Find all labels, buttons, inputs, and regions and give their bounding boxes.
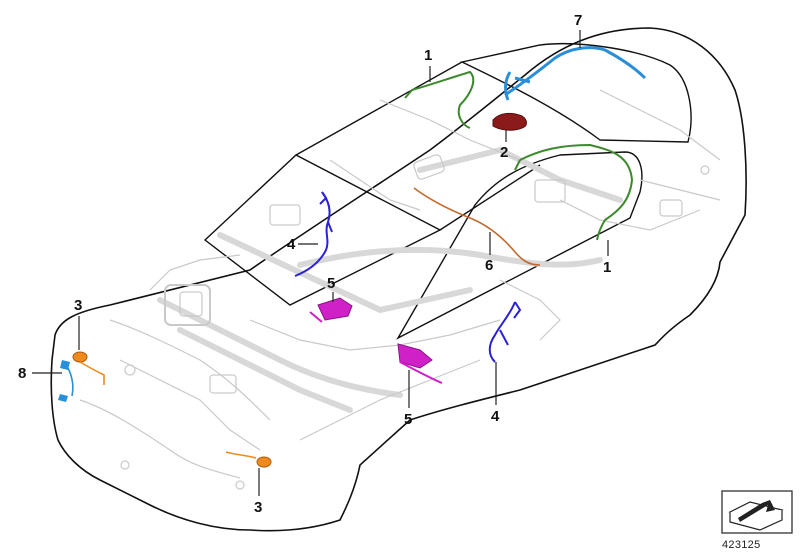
harness-part-7 xyxy=(504,46,647,101)
callout-1-right: 1 xyxy=(603,240,611,276)
reference-number: 423125 xyxy=(722,539,761,551)
harness-part-8 xyxy=(58,360,74,402)
svg-text:1: 1 xyxy=(424,47,432,64)
svg-text:5: 5 xyxy=(404,411,412,428)
callout-6: 6 xyxy=(485,232,493,274)
callout-2: 2 xyxy=(500,130,508,161)
harness-part-5 xyxy=(309,297,443,384)
harness-part-4 xyxy=(294,191,522,363)
svg-text:4: 4 xyxy=(287,236,296,253)
callout-8: 8 xyxy=(18,365,62,382)
callout-3-bottom: 3 xyxy=(254,468,262,516)
svg-text:3: 3 xyxy=(254,499,262,516)
svg-text:5: 5 xyxy=(327,275,335,292)
callout-3-left: 3 xyxy=(74,297,82,350)
harness-part-3 xyxy=(72,351,272,468)
svg-text:8: 8 xyxy=(18,365,26,382)
callout-4-right: 4 xyxy=(491,362,500,425)
callout-5-top: 5 xyxy=(327,275,335,302)
svg-text:3: 3 xyxy=(74,297,82,314)
svg-text:6: 6 xyxy=(485,257,493,274)
callout-5-bottom: 5 xyxy=(404,370,412,428)
direction-arrow-icon xyxy=(721,490,793,534)
callout-7: 7 xyxy=(574,12,582,48)
harness-part-2 xyxy=(492,112,527,131)
svg-text:7: 7 xyxy=(574,12,582,29)
svg-text:4: 4 xyxy=(491,408,500,425)
harness-part-1 xyxy=(404,70,634,241)
callout-4-left: 4 xyxy=(287,236,318,253)
callout-1-top: 1 xyxy=(424,47,432,82)
car-outline-icon xyxy=(50,27,747,532)
background-harness xyxy=(79,89,721,490)
svg-text:1: 1 xyxy=(603,259,611,276)
harness-part-6 xyxy=(413,187,541,266)
svg-text:2: 2 xyxy=(500,144,508,161)
